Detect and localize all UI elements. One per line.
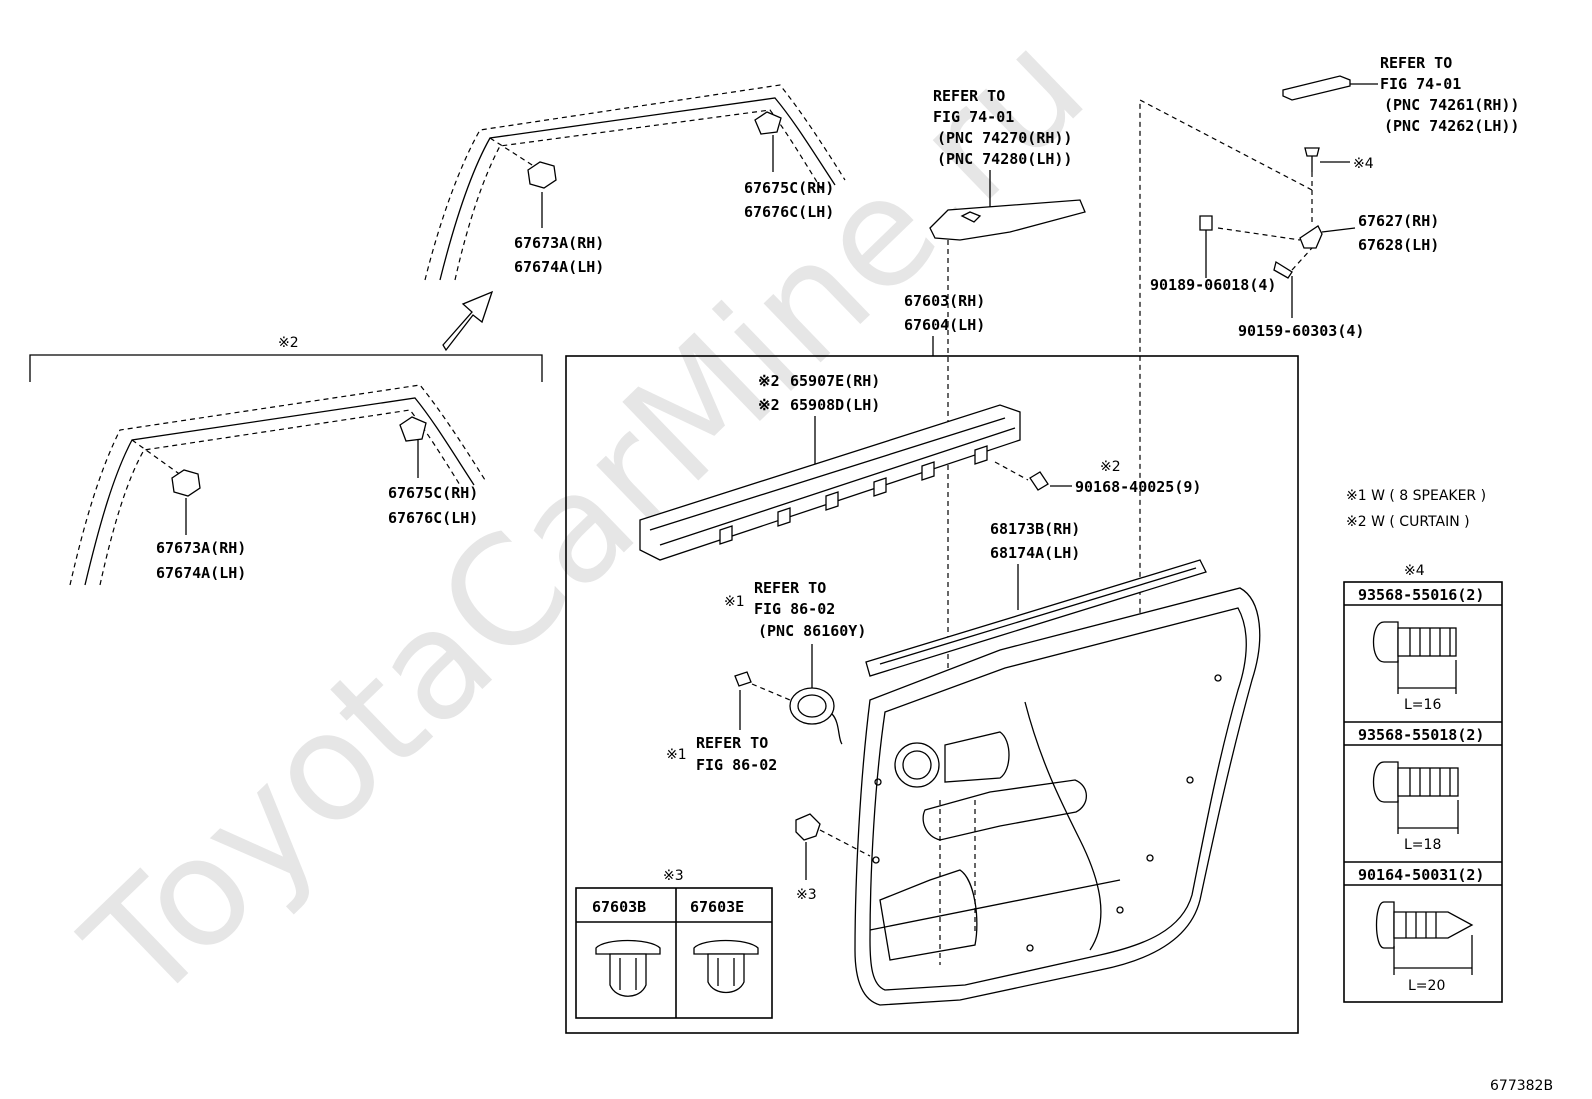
upper-rear-clip-lh: 67676C(LH) <box>744 203 834 221</box>
lower-front-clip-shape <box>171 469 201 497</box>
note-curtain: ※2 W ( CURTAIN ) <box>1346 514 1470 530</box>
screw-l16-icon <box>1372 621 1457 694</box>
lower-rear-clip-shape <box>399 416 427 442</box>
lower-rear-clip-rh: 67675C(RH) <box>388 484 478 502</box>
upper-front-clip-lh: 67674A(LH) <box>514 258 604 276</box>
curtain-group-marker: ※2 <box>278 335 299 351</box>
speaker-ref-2: FIG 86-02 <box>754 600 835 618</box>
armrest-ref-3: (PNC 74270(RH)) <box>937 129 1072 147</box>
speaker-ref-3: (PNC 86160Y) <box>758 622 866 640</box>
speaker-screw-ref-2: FIG 86-02 <box>696 756 777 774</box>
curtain-group-bracket <box>29 354 543 382</box>
weatherstrip-lh: 68174A(LH) <box>990 544 1080 562</box>
upper-rear-clip-rh: 67675C(RH) <box>744 179 834 197</box>
screw-table-row-2-length: L=18 <box>1404 837 1441 853</box>
screw-table-row-1-part: 93568-55016(2) <box>1358 586 1484 604</box>
door-trim-panel-part <box>854 587 1261 1006</box>
trim-panel-lh: 67604(LH) <box>904 316 985 334</box>
door-trim-box <box>565 355 1299 1034</box>
bracket-part <box>1217 172 1356 249</box>
lower-rear-clip-lh: 67676C(LH) <box>388 509 478 527</box>
clip-90189-icon <box>1199 215 1213 278</box>
upper-rear-clip-shape <box>754 111 782 135</box>
cover-ref-3: (PNC 74261(RH)) <box>1384 96 1519 114</box>
cover-ref-1: REFER TO <box>1380 54 1452 72</box>
curtain-rail-marker-rh: ※2 <box>758 372 780 390</box>
bolt-90168-label: 90168-40025(9) <box>1075 478 1201 496</box>
screw-l20-icon <box>1375 901 1474 975</box>
clip-table-marker: ※3 <box>663 868 684 884</box>
armrest-ref-2: FIG 74-01 <box>933 108 1014 126</box>
speaker-part <box>789 687 843 745</box>
clip-90189-label: 90189-06018(4) <box>1150 276 1276 294</box>
armrest-ref-1: REFER TO <box>933 87 1005 105</box>
clip-table-header-1: 67603B <box>592 898 646 916</box>
screw-table-row-2-part: 93568-55018(2) <box>1358 726 1484 744</box>
speaker-marker: ※1 <box>724 594 745 610</box>
clip-table <box>575 887 773 1019</box>
lower-front-clip-rh: 67673A(RH) <box>156 539 246 557</box>
upper-window-frame <box>424 84 846 281</box>
weatherstrip-rh: 68173B(RH) <box>990 520 1080 538</box>
figure-code: 677382B <box>1490 1078 1553 1094</box>
switch-cover-part <box>1282 75 1378 101</box>
trim-clip-icon <box>795 813 871 880</box>
screw-table-row-3-part: 90164-50031(2) <box>1358 866 1484 884</box>
curtain-rail-rh: 65907E(RH) <box>790 372 880 390</box>
weatherstrip-part <box>865 559 1207 677</box>
bolt-90168-marker: ※2 <box>1100 459 1121 475</box>
cover-ref-2: FIG 74-01 <box>1380 75 1461 93</box>
bolt-90168-icon <box>994 461 1072 491</box>
armrest-pad-part <box>929 199 1086 800</box>
speaker-screw-marker: ※1 <box>666 747 687 763</box>
clip-67603b-icon <box>595 939 661 997</box>
bracket-rh: 67627(RH) <box>1358 212 1439 230</box>
screw-90159-label: 90159-60303(4) <box>1238 322 1364 340</box>
screw-4-icon <box>1304 147 1350 172</box>
screw-table-row-1-length: L=16 <box>1404 697 1441 713</box>
curtain-rail-lh: 65908D(LH) <box>790 396 880 414</box>
bracket-lh: 67628(LH) <box>1358 236 1439 254</box>
screw-4-marker: ※4 <box>1353 156 1374 172</box>
screw-90159-icon <box>1273 247 1313 318</box>
clip-table-header-2: 67603E <box>690 898 744 916</box>
note-speaker: ※1 W ( 8 SPEAKER ) <box>1346 488 1486 504</box>
speaker-ref-1: REFER TO <box>754 579 826 597</box>
cover-ref-4: (PNC 74262(LH)) <box>1384 117 1519 135</box>
screw-table-row-3-length: L=20 <box>1408 978 1445 994</box>
trim-panel-rh: 67603(RH) <box>904 292 985 310</box>
screw-table-marker: ※4 <box>1404 563 1425 579</box>
curtain-rail-marker-lh: ※2 <box>758 396 780 414</box>
speaker-screw-ref-1: REFER TO <box>696 734 768 752</box>
armrest-ref-4: (PNC 74280(LH)) <box>937 150 1072 168</box>
curtain-rail-part <box>639 404 1021 561</box>
speaker-screw-icon <box>734 671 791 730</box>
trim-clip-marker: ※3 <box>796 887 817 903</box>
screw-l18-icon <box>1372 761 1459 834</box>
screw-table <box>1343 581 1503 1003</box>
group-arrow-icon <box>442 290 494 352</box>
clip-67603e-icon <box>693 939 759 994</box>
upper-front-clip-shape <box>527 161 557 189</box>
lower-front-clip-lh: 67674A(LH) <box>156 564 246 582</box>
lower-window-frame <box>69 384 486 586</box>
upper-front-clip-rh: 67673A(RH) <box>514 234 604 252</box>
